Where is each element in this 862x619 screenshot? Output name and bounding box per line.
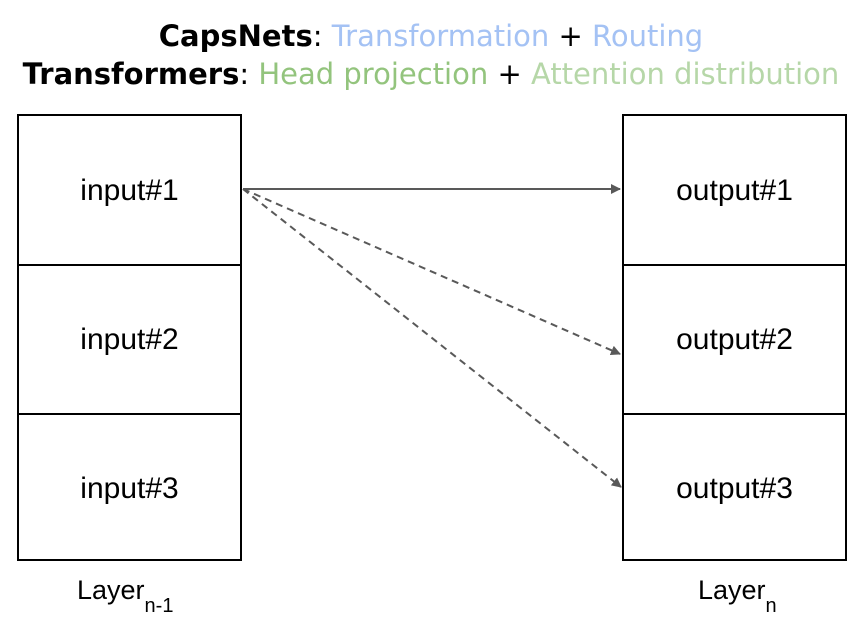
input-layer-label-subscript: n-1 <box>144 595 174 617</box>
transformers-head-projection-text: Head projection <box>258 57 489 91</box>
output-layer-label-base: Layer <box>698 575 766 605</box>
transformers-label: Transformers <box>22 57 240 91</box>
capsnets-separator: : <box>312 19 323 53</box>
output-node-1: output#1 <box>676 173 793 207</box>
arrow-input1-to-output3 <box>242 188 622 488</box>
output-node-3: output#3 <box>624 413 845 562</box>
input-node-2: input#2 <box>19 264 240 413</box>
input-layer-label-base: Layer <box>77 575 145 605</box>
transformers-plus: + <box>497 57 522 91</box>
input-layer-label: Layern-1 <box>77 575 173 617</box>
arrow-input1-to-output2 <box>242 188 621 355</box>
capsnets-plus: + <box>558 19 583 53</box>
transformers-attention-distribution-text: Attention distribution <box>530 57 840 91</box>
capsnets-label: CapsNets <box>158 19 313 53</box>
transformers-title-line: Transformers: Head projection + Attentio… <box>0 55 862 93</box>
capsnets-title-line: CapsNets: Transformation + Routing <box>0 17 862 55</box>
output-layer-label: Layern <box>698 575 777 617</box>
output-layer-label-subscript: n <box>765 595 777 617</box>
input-node-3: input#3 <box>19 413 240 562</box>
transformers-separator: : <box>239 57 250 91</box>
output-layer-stack: output#1 output#2 output#3 <box>622 114 847 561</box>
output-node-2: output#2 <box>624 264 845 413</box>
input-node-1: input#1 <box>80 173 179 207</box>
input-layer-stack: input#1 input#2 input#3 <box>17 114 242 561</box>
capsnets-routing-text: Routing <box>592 19 704 53</box>
capsnets-transformation-text: Transformation <box>331 19 550 53</box>
